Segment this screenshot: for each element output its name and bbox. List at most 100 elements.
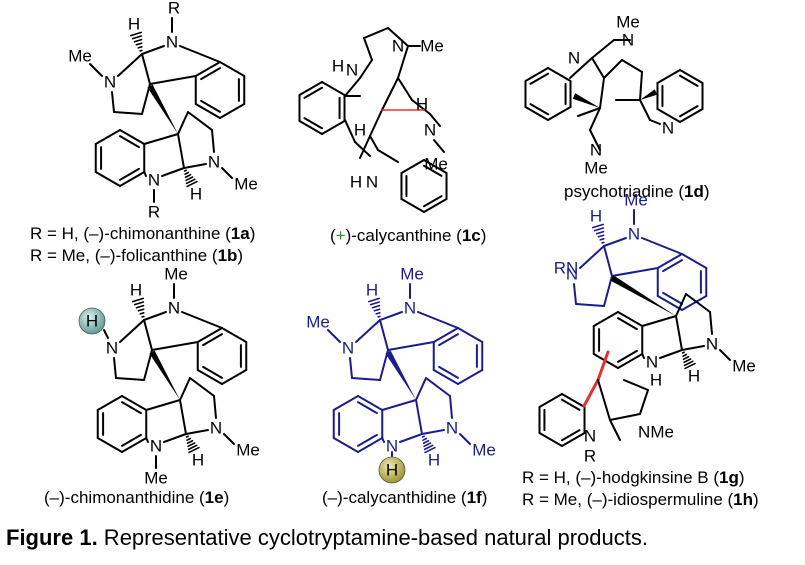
bond <box>131 35 143 40</box>
bond <box>185 435 189 438</box>
bond <box>538 393 563 408</box>
label-1c: (+)-calycanthine (1c) <box>330 226 487 245</box>
bond <box>194 61 221 77</box>
atom-label: N <box>386 437 398 456</box>
bond <box>381 437 385 443</box>
atom-label: N <box>166 33 178 52</box>
bond <box>589 129 601 151</box>
bond <box>603 59 623 79</box>
wedge-bond <box>640 89 658 100</box>
bond <box>188 446 200 454</box>
hydrogen-sphere-teal <box>78 307 106 335</box>
hydrogen-label: H <box>590 207 602 226</box>
bond <box>639 99 651 121</box>
bond <box>423 442 432 448</box>
bond <box>425 377 451 397</box>
bond <box>327 329 341 343</box>
hydrogen-label: H <box>688 367 700 386</box>
bond <box>94 129 121 145</box>
wedge-bond <box>149 350 180 400</box>
bond <box>219 61 246 77</box>
bond <box>359 59 373 79</box>
atom-label: R <box>148 203 160 222</box>
bond <box>423 195 443 208</box>
bond <box>135 304 145 309</box>
bond <box>422 437 428 441</box>
bond <box>589 107 601 131</box>
bond <box>641 353 645 359</box>
bond <box>96 395 123 411</box>
atom-label: Me <box>236 441 260 460</box>
bond <box>179 377 191 401</box>
bond <box>421 429 445 435</box>
bond <box>89 63 103 77</box>
label-1d: psychotriadine (1d) <box>564 182 710 201</box>
bond <box>381 399 417 411</box>
bond <box>363 27 389 39</box>
bond <box>179 45 221 63</box>
hydrogen-label: H <box>192 451 204 470</box>
bond <box>575 303 605 307</box>
bond <box>524 67 549 82</box>
bond <box>681 351 685 354</box>
figure-caption-text: Representative cyclotryptamine-based nat… <box>97 525 648 550</box>
bond <box>400 159 425 174</box>
bond <box>298 81 323 96</box>
bond <box>137 46 143 49</box>
hydrogen-label: H <box>130 281 142 300</box>
bond <box>202 333 223 347</box>
bond <box>597 379 611 421</box>
bond <box>423 164 443 177</box>
bond <box>189 377 215 397</box>
bond <box>683 360 694 367</box>
bond <box>617 317 638 331</box>
bond <box>141 53 151 85</box>
hydrogen-label: H <box>86 312 98 331</box>
bond <box>357 433 378 447</box>
bond <box>639 71 643 101</box>
bond <box>649 119 661 125</box>
bond <box>135 42 143 46</box>
bond <box>321 120 346 135</box>
bond <box>457 369 484 385</box>
bond <box>524 106 549 121</box>
bond <box>457 327 484 343</box>
atom-label: NMe <box>638 423 674 442</box>
bond <box>379 311 403 321</box>
bond <box>119 171 146 187</box>
bond <box>332 437 359 453</box>
bond <box>679 105 699 118</box>
bond <box>617 353 644 369</box>
bond <box>417 311 459 329</box>
bond <box>94 171 121 187</box>
atom-label: N <box>150 437 162 456</box>
bond <box>597 234 605 238</box>
bond <box>211 129 215 153</box>
wedge-bond <box>147 84 178 134</box>
bond <box>183 163 207 169</box>
atom-label: N <box>662 119 674 138</box>
bond <box>719 349 731 361</box>
bond <box>423 198 448 213</box>
atom-label: Me <box>732 357 756 376</box>
bond <box>573 283 577 305</box>
bond <box>369 109 383 137</box>
bond <box>111 91 115 113</box>
bond <box>369 301 381 306</box>
bond <box>177 133 185 169</box>
wedge-bond <box>385 350 416 400</box>
bond <box>181 311 223 329</box>
bond <box>433 139 445 153</box>
bond <box>438 365 459 379</box>
atom-label: N <box>568 49 580 68</box>
bond <box>303 117 323 130</box>
bond <box>617 311 644 327</box>
bond <box>656 295 683 311</box>
bond <box>400 198 425 213</box>
bond <box>221 327 248 343</box>
hydrogen-label: H <box>350 173 362 192</box>
